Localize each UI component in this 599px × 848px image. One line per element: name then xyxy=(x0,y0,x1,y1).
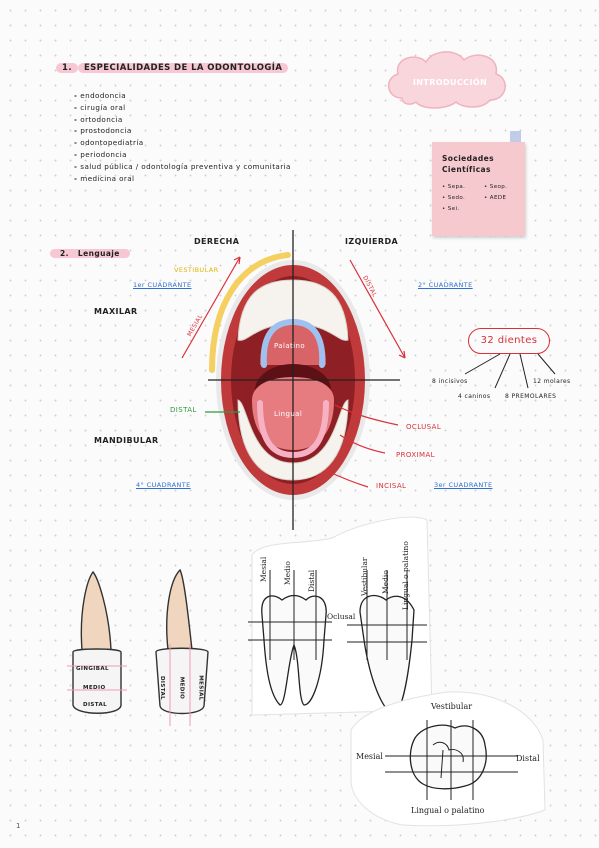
mesial-arrow xyxy=(181,256,241,359)
teeth-total-bubble: 32 dientes xyxy=(468,328,550,354)
label-vestibular: VESTIBULAR xyxy=(174,266,219,274)
list-item: medicina oral xyxy=(74,173,291,185)
label-quadrant-2: 2° CUADRANTE xyxy=(418,281,473,289)
count-caninos: 4 caninos xyxy=(458,393,491,400)
label-incisal: INCISAL xyxy=(376,482,407,490)
section-2-title: Lenguaje xyxy=(77,249,120,258)
teeth-count-branches xyxy=(464,353,556,389)
proximal-arrow xyxy=(339,434,386,454)
mouth-diagram xyxy=(181,230,406,530)
label-side-medio: MEDIO xyxy=(178,676,185,700)
list-item: • AEDE xyxy=(484,195,507,201)
molar-side-distal: Distal xyxy=(307,569,316,592)
section-2-heading: 2. Lenguaje xyxy=(50,249,130,258)
label-lingual: Lingual xyxy=(274,410,303,418)
list-item: endodoncia xyxy=(74,90,291,102)
vestibular-arc xyxy=(209,252,291,373)
label-quadrant-3: 3er CUADRANTE xyxy=(434,481,493,489)
oclusal-arrow xyxy=(334,404,399,426)
section-2-number: 2. xyxy=(60,249,69,258)
label-derecha: DERECHA xyxy=(194,237,240,246)
list-item: prostodoncia xyxy=(74,125,291,137)
count-premolares: 8 PREMOLARES xyxy=(505,393,557,400)
label-distal-left: DISTAL xyxy=(170,406,197,414)
list-item: • Sedo. xyxy=(442,195,466,201)
molar-side-mesial: Mesial xyxy=(259,556,268,582)
label-izquierda: IZQUIERDA xyxy=(345,237,399,246)
page-number: 1 xyxy=(16,822,21,830)
section-1-title: ESPECIALIDADES DE LA ODONTOLOGÍA xyxy=(77,63,289,73)
list-item: ortodoncia xyxy=(74,114,291,126)
molar-top-lingual: Lingual o palatino xyxy=(411,806,485,815)
molar-side-medio: Medio xyxy=(283,561,292,585)
specialties-list: endodoncia cirugía oral ortodoncia prost… xyxy=(74,90,291,184)
molar-front-lingual: Lingual o palatino xyxy=(401,541,410,610)
incisor-side xyxy=(155,568,209,726)
label-palatino: Palatino xyxy=(274,342,306,350)
distal-arrow xyxy=(349,259,406,359)
label-maxilar: MAXILAR xyxy=(94,307,138,316)
count-molares: 12 molares xyxy=(533,378,571,385)
section-1-number: 1. xyxy=(56,63,78,73)
note-title: Sociedades Científicas xyxy=(442,154,495,174)
intro-label: INTRODUCCIÓN xyxy=(412,78,488,87)
label-quadrant-1: 1er CUADRANTE xyxy=(133,281,192,289)
section-1-heading: 1.ESPECIALIDADES DE LA ODONTOLOGÍA xyxy=(56,63,289,73)
incisal-arrow xyxy=(324,469,369,488)
molar-front-vestibular: Vestibular xyxy=(360,557,369,596)
label-gingival: GINGIBAL xyxy=(76,666,109,672)
molar-top-distal: Distal xyxy=(516,754,540,763)
count-incisivos: 8 incisivos xyxy=(432,378,468,385)
note-left-list: • Sepa. • Sedo. • Sei. xyxy=(442,182,465,215)
list-item: • Sepa. xyxy=(442,184,466,190)
list-item: odontopediatría xyxy=(74,137,291,149)
molar-front-medio: Medio xyxy=(381,570,390,594)
label-side-mesial: MESIAL xyxy=(197,675,204,701)
label-oclusal: OCLUSAL xyxy=(406,423,442,431)
molar-top-mesial: Mesial xyxy=(356,752,383,761)
lower-teeth xyxy=(237,399,349,481)
list-item: • Sei. xyxy=(442,206,460,212)
list-item: • Seop. xyxy=(484,184,508,190)
note-right-list: • Seop. • AEDE xyxy=(484,182,507,204)
list-item: periodoncia xyxy=(74,149,291,161)
label-quadrant-4: 4° CUADRANTE xyxy=(136,481,191,489)
molar-top-vestibular: Vestibular xyxy=(431,702,473,711)
label-distal: DISTAL xyxy=(83,702,108,708)
label-proximal: PROXIMAL xyxy=(396,451,435,459)
list-item: cirugía oral xyxy=(74,102,291,114)
label-mandibular: MANDIBULAR xyxy=(94,436,159,445)
intro-cloud xyxy=(388,51,506,109)
label-medio: MEDIO xyxy=(83,685,106,691)
incisor-front xyxy=(67,570,127,714)
label-side-distal: DISTAL xyxy=(159,675,166,701)
list-item: salud pública / odontología preventiva y… xyxy=(74,161,291,173)
molar-top-panel xyxy=(350,691,546,827)
molar-oclusal: Oclusal xyxy=(327,612,356,621)
sticky-note: Sociedades Científicas • Sepa. • Sedo. •… xyxy=(432,142,525,236)
